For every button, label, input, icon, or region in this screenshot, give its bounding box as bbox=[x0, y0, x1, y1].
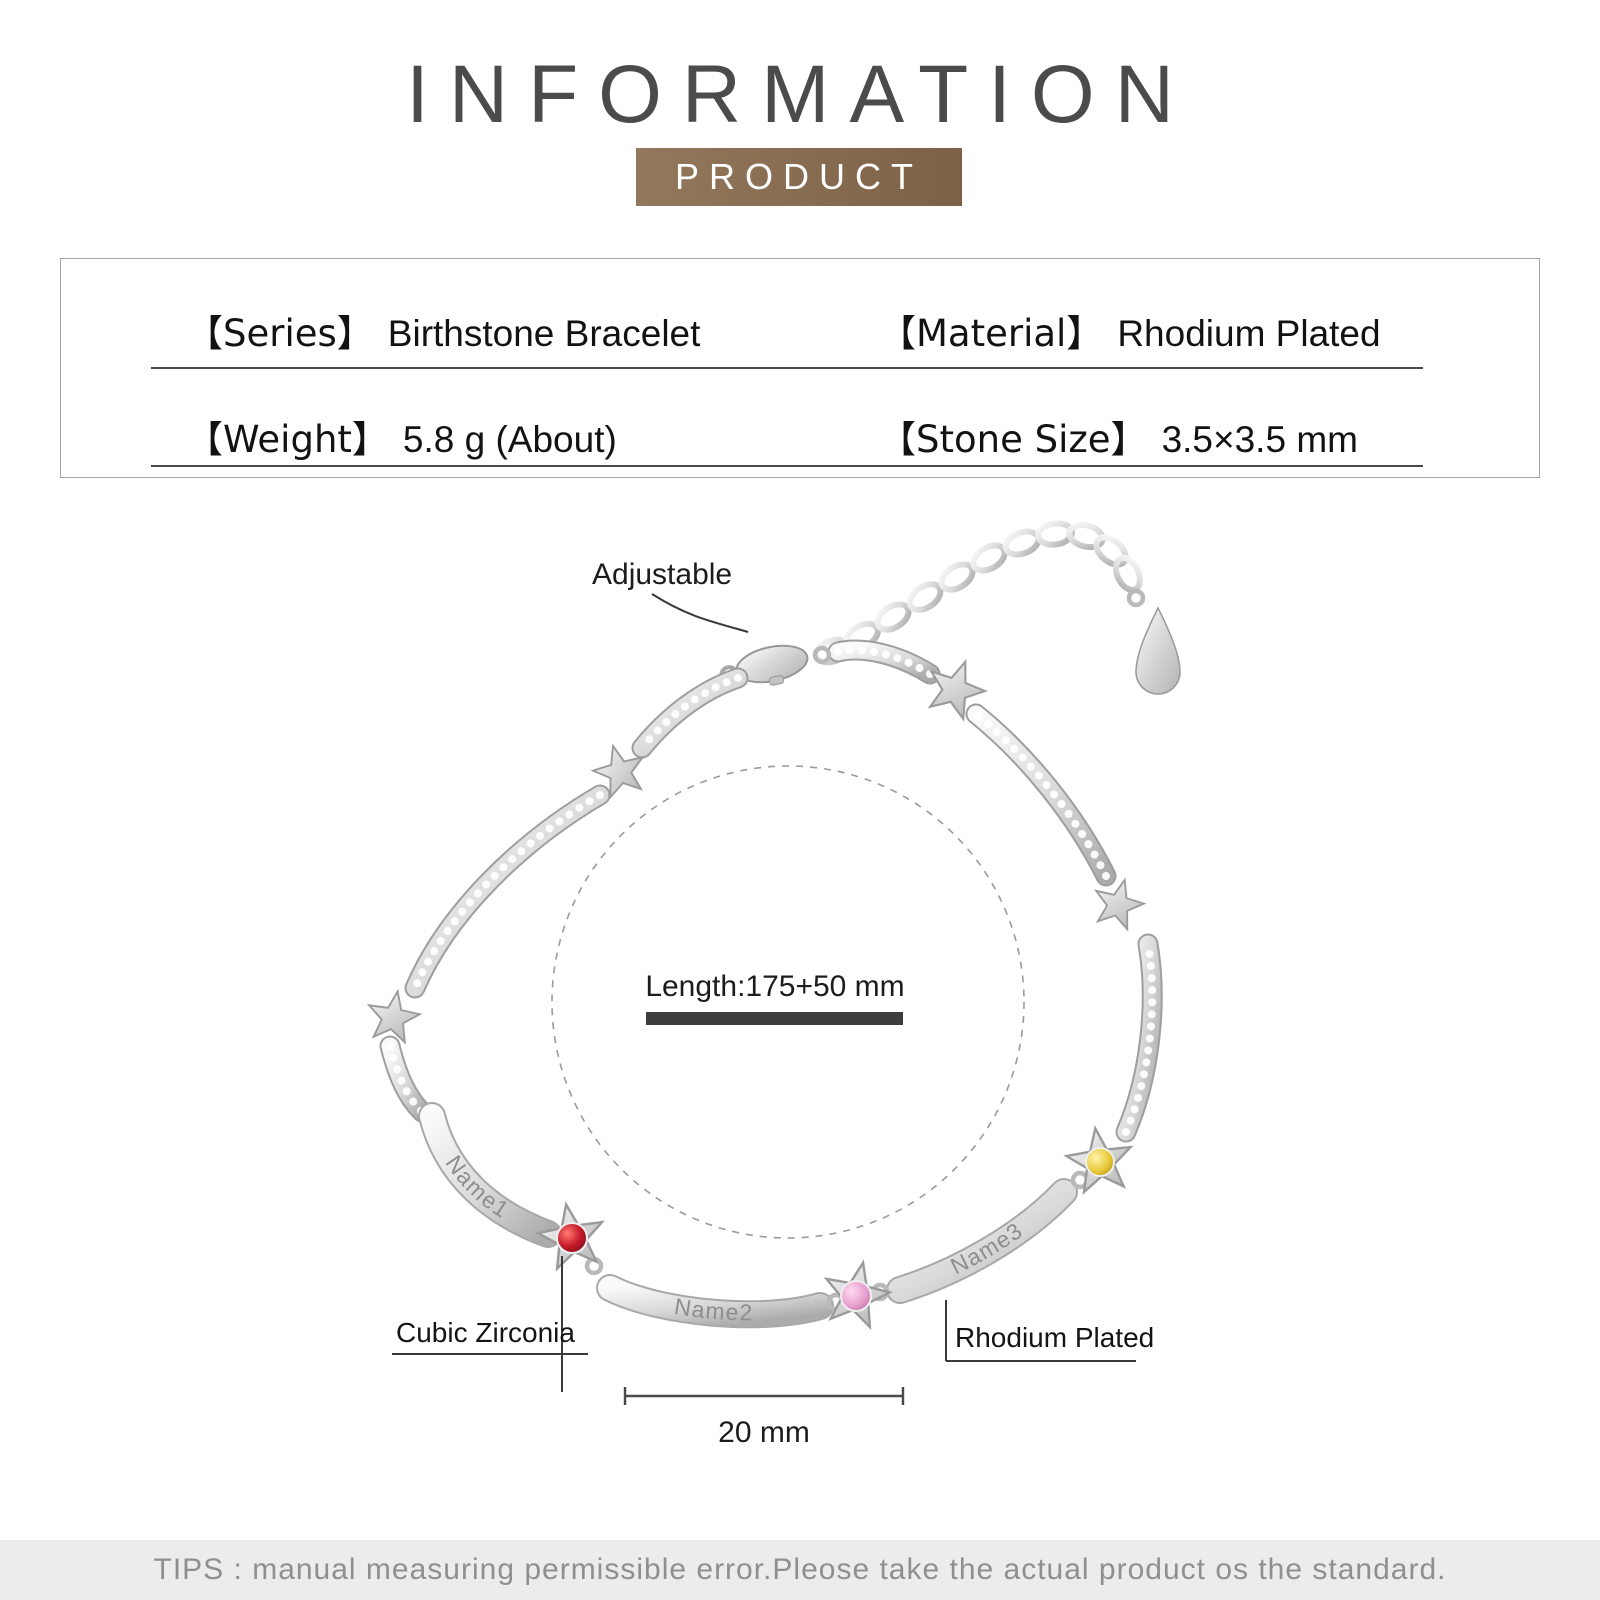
spec-series: 【Series】 Birthstone Bracelet bbox=[186, 303, 700, 357]
length-label: Length:175+50 mm bbox=[645, 970, 904, 1003]
width-measure-line bbox=[623, 1387, 905, 1405]
birthstone-pink bbox=[840, 1280, 872, 1312]
spec-stone-size-label: 【Stone Size】 bbox=[879, 418, 1148, 461]
length-bar bbox=[646, 1012, 903, 1025]
cubic-zirconia-label: Cubic Zirconia bbox=[396, 1317, 575, 1348]
spec-stone-size: 【Stone Size】 3.5×3.5 mm bbox=[879, 409, 1358, 463]
spec-stone-size-value: 3.5×3.5 mm bbox=[1161, 419, 1358, 460]
bracelet-pave-segments bbox=[390, 650, 1152, 1132]
product-badge-label: PRODUCT bbox=[675, 156, 923, 197]
specs-box: 【Series】 Birthstone Bracelet 【Material】 Rh… bbox=[60, 258, 1540, 478]
spec-weight-label: 【Weight】 bbox=[186, 418, 389, 461]
engraved-name-1: Name1 bbox=[441, 1151, 514, 1224]
adjustable-label: Adjustable bbox=[592, 558, 732, 591]
connector-ring bbox=[812, 645, 832, 665]
svg-text:Name2: Name2 bbox=[673, 1293, 754, 1325]
size-circle bbox=[551, 765, 1025, 1239]
width-label: 20 mm bbox=[718, 1416, 810, 1449]
svg-text:Name1: Name1 bbox=[441, 1151, 515, 1224]
tips-bar: TIPS : manual measuring permissible erro… bbox=[0, 1540, 1600, 1600]
engraved-name-2: Name2 bbox=[673, 1293, 753, 1325]
spec-material-label: 【Material】 bbox=[879, 312, 1104, 355]
spec-weight: 【Weight】 5.8 g (About) bbox=[186, 409, 617, 463]
product-badge: PRODUCT bbox=[636, 148, 962, 206]
spec-weight-value: 5.8 g (About) bbox=[402, 419, 617, 460]
rhodium-plated-label: Rhodium Plated bbox=[955, 1322, 1154, 1353]
spec-divider-2 bbox=[151, 465, 1423, 467]
extender-drop-tag bbox=[1135, 606, 1181, 695]
page-title: INFORMATION bbox=[406, 49, 1194, 140]
adjustable-pointer-line bbox=[651, 593, 749, 633]
spec-series-value: Birthstone Bracelet bbox=[387, 313, 701, 354]
spec-divider-1 bbox=[151, 367, 1423, 369]
birthstone-yellow bbox=[1085, 1147, 1115, 1177]
spec-material-value: Rhodium Plated bbox=[1117, 313, 1381, 354]
chain-extender bbox=[812, 520, 1181, 695]
spec-material: 【Material】 Rhodium Plated bbox=[879, 303, 1381, 357]
bracelet-diagram: Length:175+50 mm Name1 Name bbox=[0, 520, 1181, 1449]
tips-text: TIPS : manual measuring permissible erro… bbox=[153, 1553, 1447, 1586]
spec-series-label: 【Series】 bbox=[186, 312, 374, 355]
bracelet-name-bars: Name1 Name2 Name3 bbox=[432, 1116, 1064, 1325]
birthstone-red bbox=[556, 1222, 588, 1254]
